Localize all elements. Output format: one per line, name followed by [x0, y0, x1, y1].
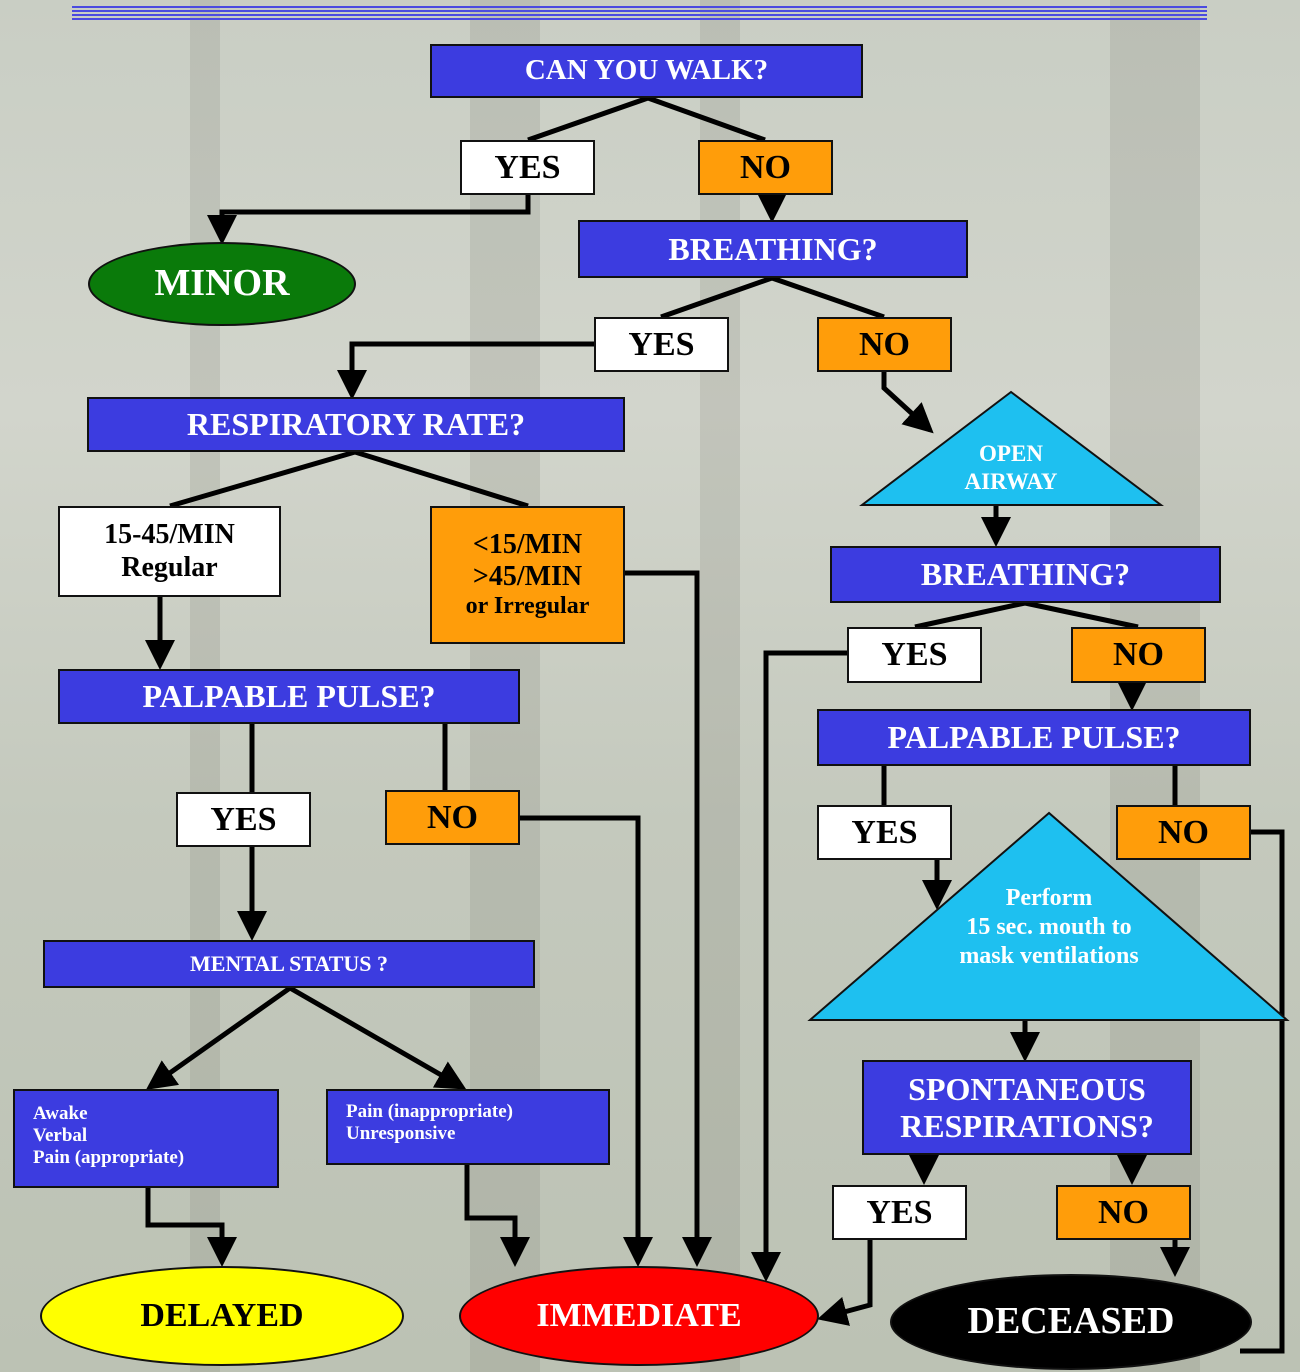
mental-status-inappropriate-node: Pain (inappropriate)Unresponsive — [326, 1089, 610, 1165]
walk-no-node: NO — [698, 140, 833, 195]
deceased-outcome: DECEASED — [890, 1274, 1252, 1370]
breathing-1-no-node: NO — [817, 317, 952, 372]
pulse-left-yes-node: YES — [176, 792, 311, 847]
palpable-pulse-right-node: PALPABLE PULSE? — [817, 709, 1251, 766]
breathing-node-1: BREATHING? — [578, 220, 968, 278]
breathing-2-yes-node: YES — [847, 627, 982, 683]
delayed-outcome: DELAYED — [40, 1266, 404, 1366]
immediate-outcome: IMMEDIATE — [459, 1266, 819, 1366]
breathing-2-no-node: NO — [1071, 627, 1206, 683]
walk-yes-node: YES — [460, 140, 595, 195]
open-airway-triangle — [859, 390, 1164, 506]
can-you-walk-node: CAN YOU WALK? — [430, 44, 863, 98]
pulse-left-no-node: NO — [385, 790, 520, 845]
spontaneous-no-node: NO — [1056, 1185, 1191, 1240]
breathing-node-2: BREATHING? — [830, 546, 1221, 603]
respiratory-rate-node: RESPIRATORY RATE? — [87, 397, 625, 452]
minor-outcome: MINOR — [88, 242, 356, 326]
spontaneous-yes-node: YES — [832, 1185, 967, 1240]
breathing-1-yes-node: YES — [594, 317, 729, 372]
pulse-right-no-node: NO — [1116, 805, 1251, 860]
perform-ventilation-triangle — [807, 811, 1290, 1021]
pulse-right-yes-node: YES — [817, 805, 952, 860]
mental-status-node: MENTAL STATUS ? — [43, 940, 535, 988]
header-rule — [72, 6, 1207, 22]
palpable-pulse-left-node: PALPABLE PULSE? — [58, 669, 520, 724]
